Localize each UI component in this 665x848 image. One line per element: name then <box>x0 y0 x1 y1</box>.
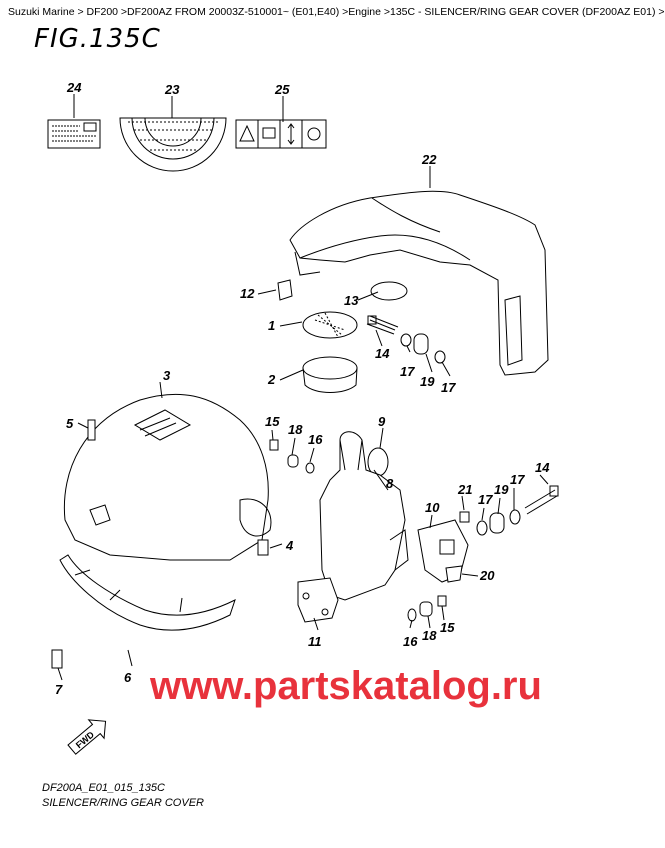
breadcrumb[interactable]: Suzuki Marine > DF200 >DF200AZ FROM 2000… <box>8 6 665 18</box>
fwd-arrow-icon: FWD <box>67 719 107 755</box>
part-18-grommet-b[interactable] <box>419 601 433 617</box>
callout-15: 15 <box>265 414 280 429</box>
callout-18b: 18 <box>422 628 437 643</box>
part-15-bolt-b[interactable] <box>437 595 447 607</box>
callout-19b: 19 <box>494 482 509 497</box>
callout-13: 13 <box>344 293 359 308</box>
part-19-collar-b[interactable] <box>489 512 505 534</box>
callout-17b: 17 <box>441 380 456 395</box>
part-3-ring-gear-cover[interactable] <box>63 393 272 561</box>
drawing-code: DF200A_E01_015_135C <box>42 782 165 794</box>
parts-diagram: 24 23 25 22 12 13 1 14 17 19 17 2 3 5 15… <box>47 80 559 755</box>
part-5-bolt[interactable] <box>87 419 96 441</box>
part-25-warning-label[interactable] <box>235 119 327 149</box>
part-20-clip[interactable] <box>445 565 463 583</box>
callout-17d: 17 <box>510 472 525 487</box>
callout-11: 11 <box>308 634 322 649</box>
callout-25: 25 <box>274 82 290 97</box>
part-11-bracket[interactable] <box>297 577 339 623</box>
callout-1: 1 <box>268 318 275 333</box>
callout-16: 16 <box>308 432 323 447</box>
callout-17c: 17 <box>478 492 493 507</box>
part-23-decal[interactable] <box>119 117 227 172</box>
callout-9: 9 <box>378 414 386 429</box>
callout-10: 10 <box>425 500 440 515</box>
callout-24: 24 <box>66 80 82 95</box>
callout-3: 3 <box>163 368 171 383</box>
part-24-label-plate[interactable] <box>47 119 101 149</box>
callout-20: 20 <box>479 568 495 583</box>
callout-6: 6 <box>124 670 132 685</box>
callout-14: 14 <box>375 346 390 361</box>
part-8-silencer[interactable] <box>319 431 409 601</box>
callout-14b: 14 <box>535 460 550 475</box>
part-17-washer-d[interactable] <box>509 509 521 525</box>
part-18-grommet[interactable] <box>287 454 299 468</box>
drawing-name: SILENCER/RING GEAR COVER <box>42 797 204 809</box>
callout-16b: 16 <box>403 634 418 649</box>
part-12-grommet[interactable] <box>277 279 293 301</box>
callout-12: 12 <box>240 286 255 301</box>
callout-7: 7 <box>55 682 63 697</box>
part-2-ring[interactable] <box>302 356 358 393</box>
callout-21: 21 <box>457 482 472 497</box>
part-14-bolt-b[interactable] <box>524 485 559 515</box>
part-6-lower-plate[interactable] <box>59 554 236 631</box>
part-17-washer-b[interactable] <box>434 350 446 364</box>
part-1-filter[interactable] <box>302 311 358 339</box>
part-13-seal[interactable] <box>370 281 408 301</box>
watermark: www.partskatalog.ru <box>150 664 542 708</box>
part-16-washer-b[interactable] <box>407 608 417 622</box>
part-14-bolt[interactable] <box>366 315 399 335</box>
callout-23: 23 <box>164 82 180 97</box>
part-16-washer[interactable] <box>305 462 315 474</box>
callout-18: 18 <box>288 422 303 437</box>
callout-19: 19 <box>420 374 435 389</box>
callout-22: 22 <box>421 152 437 167</box>
callout-17: 17 <box>400 364 415 379</box>
callout-8: 8 <box>386 476 394 491</box>
part-15-bolt[interactable] <box>269 439 279 451</box>
callout-4: 4 <box>285 538 294 553</box>
part-4-bolt[interactable] <box>257 539 269 556</box>
part-17-washer[interactable] <box>400 333 412 347</box>
part-19-collar[interactable] <box>413 333 429 355</box>
part-22-silencer-case[interactable] <box>289 190 549 376</box>
callout-15b: 15 <box>440 620 455 635</box>
callout-5: 5 <box>66 416 74 431</box>
callout-2: 2 <box>267 372 276 387</box>
figure-title: FIG.135C <box>34 24 161 54</box>
part-21-bolt[interactable] <box>459 511 470 523</box>
part-17-washer-c[interactable] <box>476 520 488 536</box>
part-7-bolt[interactable] <box>51 649 63 669</box>
